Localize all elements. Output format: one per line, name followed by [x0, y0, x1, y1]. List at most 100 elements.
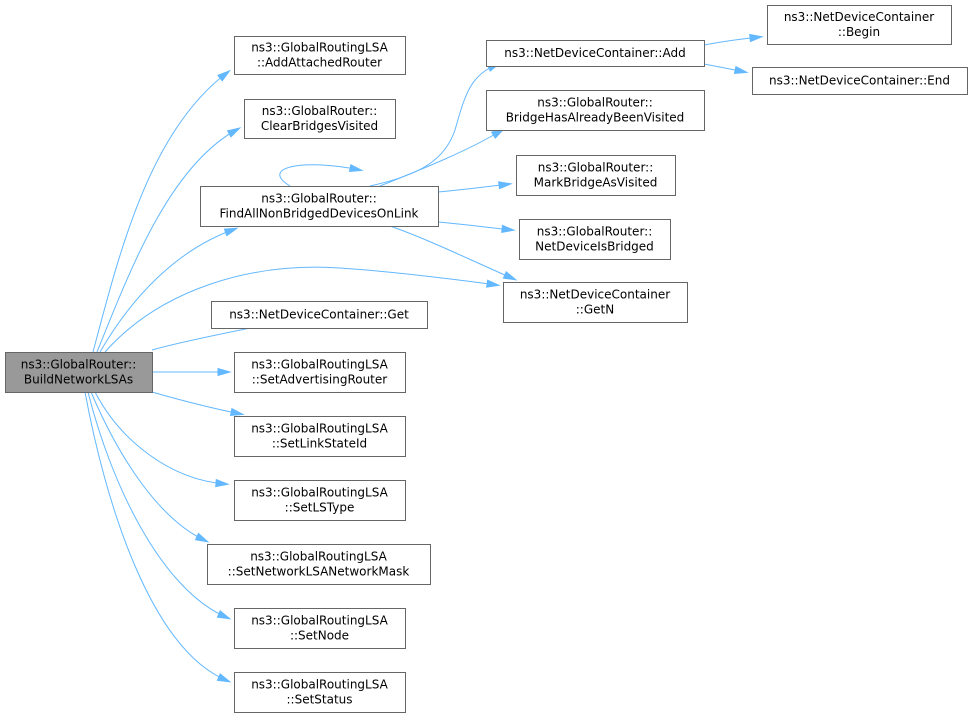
- node-label-line: ns3::GlobalRoutingLSA: [251, 678, 388, 692]
- edge-find-all-non-bridged-devices-on-link-to-find-all-non-bridged-devices-on-link: [279, 163, 364, 187]
- node-label-line: ns3::NetDeviceContainer::Add: [504, 46, 685, 60]
- node-box[interactable]: [486, 90, 705, 131]
- arrow-head-icon: [498, 181, 513, 190]
- arrow-head-icon: [223, 227, 239, 237]
- arrow-head-icon: [226, 127, 242, 138]
- edge-line: [94, 391, 227, 485]
- node-box[interactable]: [519, 219, 671, 260]
- node-net-device-container-begin[interactable]: ns3::NetDeviceContainer::Begin: [767, 5, 952, 45]
- node-box[interactable]: [486, 40, 705, 67]
- arrow-head-icon: [486, 279, 501, 288]
- edge-line: [99, 228, 236, 353]
- node-box[interactable]: [234, 416, 406, 457]
- nodes-layer: ns3::GlobalRouter::BuildNetworkLSAsns3::…: [5, 5, 968, 713]
- node-set-network-lsa-network-mask[interactable]: ns3::GlobalRoutingLSA::SetNetworkLSANetw…: [207, 544, 431, 585]
- node-box[interactable]: [516, 155, 676, 196]
- edge-line: [279, 164, 361, 187]
- node-label-line: ns3::GlobalRoutingLSA: [251, 41, 388, 55]
- edge-build-network-lsas-to-set-status: [84, 391, 232, 683]
- node-set-node[interactable]: ns3::GlobalRoutingLSA::SetNode: [234, 608, 406, 649]
- node-label-line: ::SetStatus: [286, 693, 352, 707]
- edge-find-all-non-bridged-devices-on-link-to-net-device-container-get-n: [389, 225, 518, 281]
- edge-build-network-lsas-to-clear-bridges-visited: [96, 127, 242, 353]
- node-bridge-has-already-been-visited[interactable]: ns3::GlobalRouter::BridgeHasAlreadyBeenV…: [486, 90, 705, 131]
- node-label-line: ::AddAttachedRouter: [257, 56, 382, 70]
- node-label-line: BridgeHasAlreadyBeenVisited: [506, 111, 685, 125]
- node-box[interactable]: [752, 67, 968, 95]
- edge-line: [92, 71, 229, 353]
- node-box[interactable]: [767, 5, 952, 45]
- node-build-network-lsas[interactable]: ns3::GlobalRouter::BuildNetworkLSAs: [5, 352, 153, 393]
- node-label-line: ns3::GlobalRoutingLSA: [250, 550, 387, 564]
- node-net-device-container-end[interactable]: ns3::NetDeviceContainer::End: [752, 67, 968, 95]
- node-box[interactable]: [234, 352, 406, 393]
- node-label-line: ::SetLSType: [285, 501, 355, 515]
- node-clear-bridges-visited[interactable]: ns3::GlobalRouter::ClearBridgesVisited: [244, 99, 396, 139]
- node-label-line: ns3::GlobalRoutingLSA: [251, 358, 388, 372]
- node-net-device-container-get-n[interactable]: ns3::NetDeviceContainer::GetN: [503, 282, 688, 323]
- node-box[interactable]: [207, 544, 431, 585]
- edge-find-all-non-bridged-devices-on-link-to-net-device-is-bridged: [437, 221, 516, 234]
- arrow-head-icon: [501, 224, 516, 234]
- node-set-link-state-id[interactable]: ns3::GlobalRoutingLSA::SetLinkStateId: [234, 416, 406, 457]
- edge-line: [437, 221, 513, 231]
- arrow-head-icon: [217, 69, 232, 82]
- node-label-line: ::SetLinkStateId: [272, 437, 367, 451]
- node-label-line: ns3::GlobalRouter::: [538, 161, 654, 175]
- node-box[interactable]: [234, 608, 406, 649]
- node-mark-bridge-as-visited[interactable]: ns3::GlobalRouter::MarkBridgeAsVisited: [516, 155, 676, 196]
- node-box[interactable]: [234, 36, 406, 75]
- arrow-head-icon: [348, 163, 364, 173]
- edge-build-network-lsas-to-set-ls-type: [94, 391, 230, 488]
- edge-line: [151, 391, 242, 415]
- node-label-line: ns3::GlobalRouter::: [21, 358, 137, 372]
- edge-line: [87, 391, 229, 619]
- node-label-line: NetDeviceIsBridged: [535, 240, 654, 254]
- arrow-head-icon: [749, 33, 764, 43]
- node-label-line: ::SetNetworkLSANetworkMask: [228, 565, 410, 579]
- node-label-line: ns3::GlobalRouter::: [261, 192, 377, 206]
- node-label-line: ns3::GlobalRoutingLSA: [251, 422, 388, 436]
- node-label-line: ns3::GlobalRoutingLSA: [251, 486, 388, 500]
- node-add-attached-router[interactable]: ns3::GlobalRoutingLSA::AddAttachedRouter: [234, 36, 406, 75]
- node-box[interactable]: [503, 282, 688, 323]
- edge-build-network-lsas-to-net-device-container-get-n: [104, 266, 501, 353]
- arrow-head-icon: [502, 270, 518, 281]
- node-label-line: ::Begin: [838, 25, 880, 39]
- node-label-line: BuildNetworkLSAs: [24, 373, 133, 387]
- edge-line: [96, 128, 239, 353]
- node-box[interactable]: [200, 186, 439, 227]
- node-box[interactable]: [5, 352, 153, 393]
- node-set-status[interactable]: ns3::GlobalRoutingLSA::SetStatus: [234, 672, 406, 713]
- node-box[interactable]: [234, 672, 406, 713]
- edge-build-network-lsas-to-set-advertising-router: [152, 367, 232, 377]
- node-net-device-is-bridged[interactable]: ns3::GlobalRouter::NetDeviceIsBridged: [519, 219, 671, 260]
- node-label-line: FindAllNonBridgedDevicesOnLink: [219, 207, 418, 221]
- arrow-head-icon: [217, 367, 232, 377]
- node-label-line: ::SetAdvertisingRouter: [252, 373, 388, 387]
- edge-line: [389, 225, 515, 280]
- edge-line: [379, 129, 503, 187]
- node-net-device-container-add[interactable]: ns3::NetDeviceContainer::Add: [486, 40, 705, 67]
- node-box[interactable]: [211, 301, 428, 329]
- node-box[interactable]: [244, 99, 396, 139]
- edge-line: [437, 183, 510, 193]
- edge-line: [104, 266, 498, 353]
- edge-find-all-non-bridged-devices-on-link-to-mark-bridge-as-visited: [437, 181, 513, 193]
- arrow-head-icon: [216, 609, 232, 620]
- node-label-line: ns3::NetDeviceContainer::Get: [229, 308, 409, 322]
- node-net-device-container-get[interactable]: ns3::NetDeviceContainer::Get: [211, 301, 428, 329]
- node-find-all-non-bridged-devices-on-link[interactable]: ns3::GlobalRouter::FindAllNonBridgedDevi…: [200, 186, 439, 227]
- arrow-head-icon: [216, 673, 232, 683]
- node-label-line: ns3::GlobalRouter::: [262, 104, 378, 118]
- node-set-advertising-router[interactable]: ns3::GlobalRoutingLSA::SetAdvertisingRou…: [234, 352, 406, 393]
- arrow-head-icon: [733, 65, 749, 75]
- node-label-line: ns3::NetDeviceContainer: [520, 288, 670, 302]
- edge-line: [84, 391, 229, 682]
- node-set-ls-type[interactable]: ns3::GlobalRoutingLSA::SetLSType: [234, 480, 406, 521]
- edge-build-network-lsas-to-set-link-state-id: [151, 391, 245, 417]
- node-box[interactable]: [234, 480, 406, 521]
- edge-build-network-lsas-to-set-node: [87, 391, 232, 620]
- node-label-line: ns3::GlobalRouter::: [537, 225, 653, 239]
